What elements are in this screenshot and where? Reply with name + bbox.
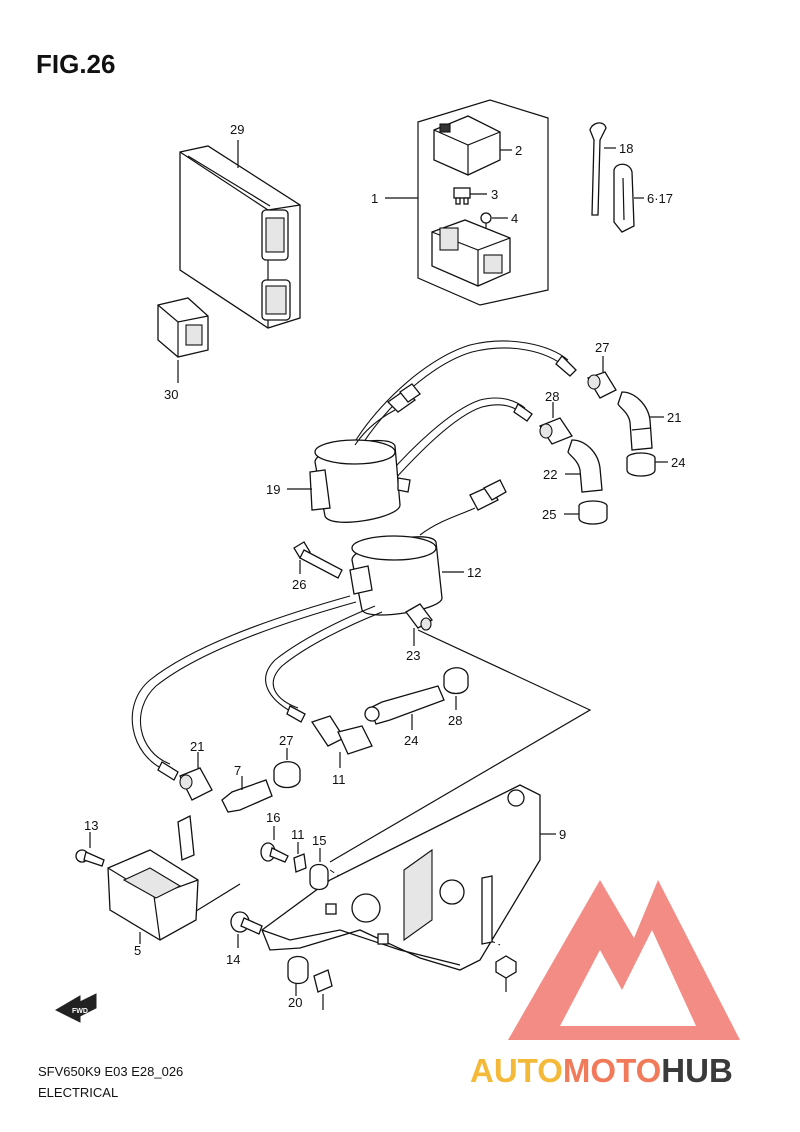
relay-cover: [433, 115, 501, 176]
bracket-9: [261, 784, 541, 971]
screw-4: [480, 212, 492, 224]
fuse: [453, 187, 471, 199]
relay-base: [431, 219, 511, 287]
ignition-coil-10: [309, 439, 411, 523]
callout-1: 1: [371, 191, 378, 206]
callout-27-upper: 27: [595, 340, 609, 355]
cap-28-lower: [179, 767, 213, 801]
bolt-19: [293, 541, 343, 579]
boot-22: [567, 439, 603, 493]
callout-29: 29: [230, 122, 244, 137]
watermark-hub: HUB: [661, 1052, 733, 1089]
boot-21-lower: [221, 779, 273, 813]
collar-13: [293, 853, 307, 873]
nut-20: [495, 955, 517, 979]
boot-23: [364, 685, 445, 725]
collar-14: [313, 969, 333, 993]
callout-3: 3: [491, 187, 498, 202]
callout-8: 12: [467, 565, 481, 580]
callout-30: 30: [164, 387, 178, 402]
automotohub-logo-icon: [508, 880, 740, 1040]
fwd-label: FWD: [72, 1008, 88, 1015]
grommet-16: [309, 863, 329, 891]
callout-2: 2: [515, 143, 522, 158]
callout-19: 26: [292, 577, 306, 592]
figure-title: FIG.26: [36, 49, 115, 79]
callout-26: 28: [448, 713, 462, 728]
callout-21-lower: 7: [234, 763, 241, 778]
callout-5: 5: [134, 943, 141, 958]
callout-11-lower: 14: [226, 952, 240, 967]
callout-28-upper: 28: [545, 389, 559, 404]
grommet-24-upper: [626, 452, 656, 477]
clamp-18: [589, 122, 607, 216]
connector-30: [157, 297, 209, 358]
bolt-11-lower: [230, 911, 263, 935]
cap-27-upper: [587, 371, 617, 399]
cap-27-lower: [310, 715, 373, 755]
callout-15: 20: [288, 995, 302, 1010]
callout-18: 18: [619, 141, 633, 156]
callout-21-upper: 21: [667, 410, 681, 425]
callout-22: 22: [543, 467, 557, 482]
callout-11-upper: 16: [266, 810, 280, 825]
ecm-unit: [179, 145, 301, 329]
callout-6-17: 6·17: [647, 191, 673, 206]
watermark-moto: MOTO: [563, 1052, 661, 1089]
sleeve-12: [405, 603, 433, 631]
callout-28-lower: 21: [190, 739, 204, 754]
callout-13: 11: [291, 827, 305, 842]
callout-25: 25: [542, 507, 556, 522]
grommet-25: [578, 500, 608, 525]
screw-7: [75, 849, 105, 867]
fwd-arrow-icon: FWD: [54, 993, 97, 1023]
callout-24-upper: 24: [671, 455, 685, 470]
callout-7: 13: [84, 818, 98, 833]
grommet-26: [443, 667, 469, 695]
module-5: [107, 814, 199, 941]
callout-10: 19: [266, 482, 280, 497]
ignition-coil-8: [349, 535, 443, 616]
callout-23: 24: [404, 733, 418, 748]
relay-group-frame: [417, 99, 549, 306]
boot-21-upper: [617, 391, 653, 451]
grommet-15: [287, 955, 309, 985]
watermark-wordmark: AUTOMOTOHUB: [470, 1052, 733, 1089]
watermark-auto: AUTO: [470, 1052, 563, 1089]
callout-12: 23: [406, 648, 420, 663]
footer-section: ELECTRICAL: [38, 1085, 118, 1100]
callout-24-lower: 27: [279, 733, 293, 748]
callout-9: 9: [559, 827, 566, 842]
grommet-24-lower: [273, 761, 301, 789]
footer-code: SFV650K9 E03 E28_026: [38, 1064, 183, 1079]
cap-28-upper: [539, 417, 573, 445]
callout-27-lower: 11: [332, 772, 346, 787]
callout-16: 15: [312, 833, 326, 848]
bolt-11-upper: [260, 842, 289, 863]
callout-4: 4: [511, 211, 518, 226]
